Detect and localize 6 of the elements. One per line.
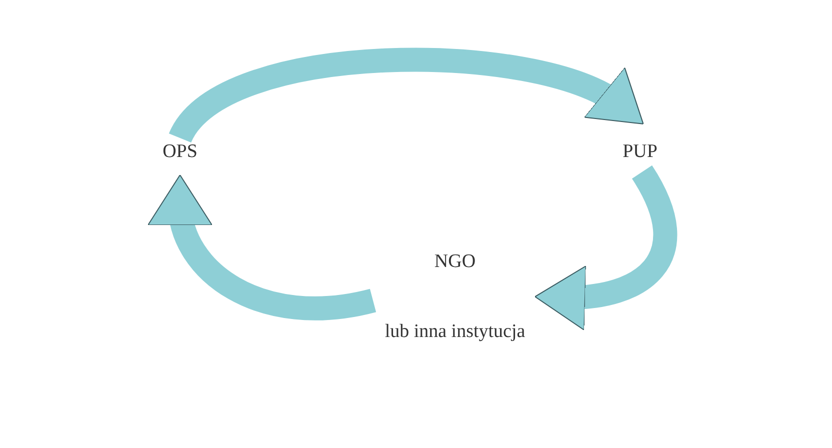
node-label: OPS — [162, 140, 198, 164]
node-label: lub inna instytucja — [384, 320, 526, 344]
block-arrow — [170, 48, 646, 145]
node-label: PUP — [622, 140, 658, 164]
block-arrow — [150, 174, 376, 320]
node-label: NGO — [434, 250, 476, 274]
